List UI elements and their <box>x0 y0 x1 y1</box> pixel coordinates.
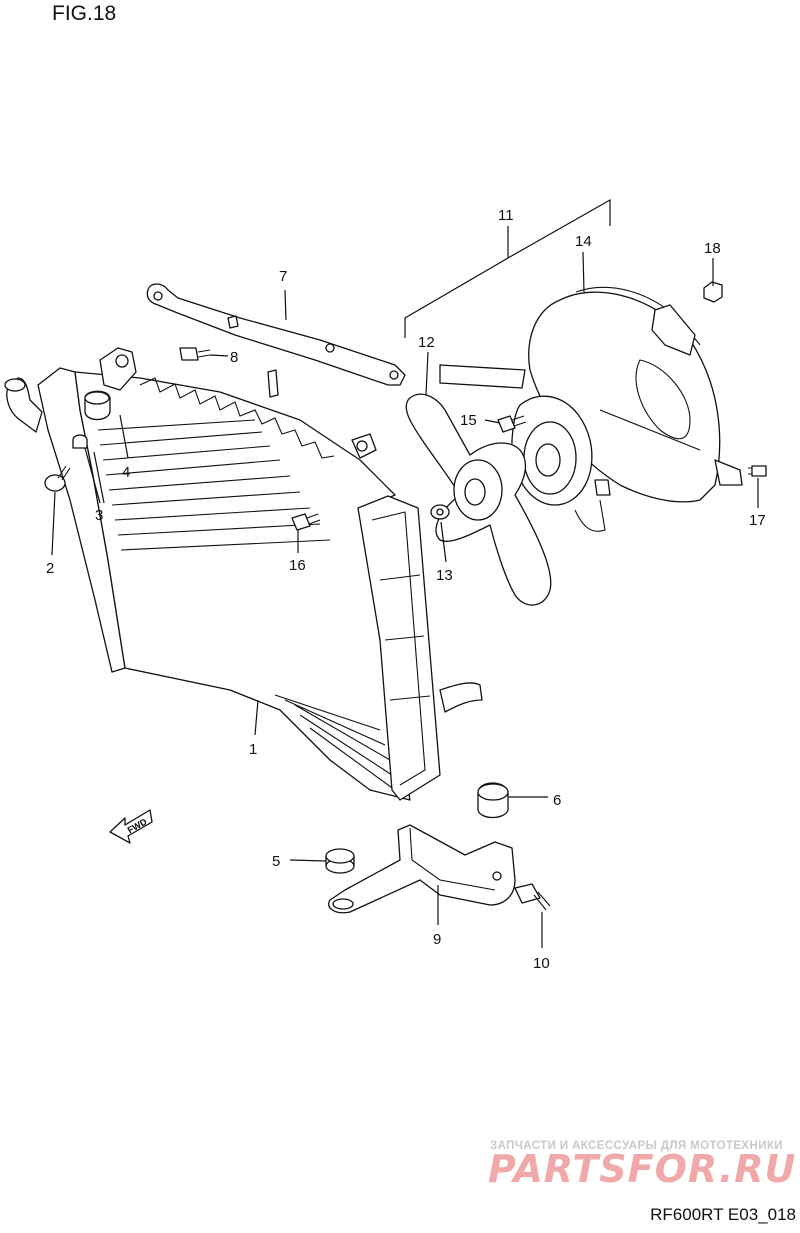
fan-shroud <box>528 286 743 503</box>
nut-18 <box>703 281 723 303</box>
bolt-2 <box>44 465 71 492</box>
callout-5: 5 <box>272 853 280 870</box>
bolt-17 <box>748 465 767 477</box>
callout-12: 12 <box>418 334 435 351</box>
watermark-logo: PARTSFOR.RU <box>488 1147 797 1191</box>
callout-7: 7 <box>279 268 287 285</box>
lower-bracket <box>328 824 516 914</box>
damper-5 <box>325 848 355 874</box>
reference-code: RF600RT E03_018 <box>650 1205 796 1224</box>
upper-bracket <box>146 283 406 386</box>
callout-13: 13 <box>436 567 453 584</box>
figure-title: FIG.18 <box>52 2 117 25</box>
callout-16: 16 <box>289 557 306 574</box>
watermark-tagline: ЗАПЧАСТИ И АКСЕССУАРЫ ДЛЯ МОТОТЕХНИКИ <box>490 1140 783 1152</box>
callout-2: 2 <box>46 560 54 577</box>
fan-motor <box>511 395 606 532</box>
fan-blade <box>405 393 552 606</box>
callout-9: 9 <box>433 931 441 948</box>
fan-nut <box>430 504 450 520</box>
radiator <box>4 347 483 801</box>
callout-10: 10 <box>533 955 550 972</box>
callout-15: 15 <box>460 412 477 429</box>
callout-8: 8 <box>230 349 238 366</box>
leader-lines <box>51 198 759 948</box>
callout-3: 3 <box>95 507 103 524</box>
callout-14: 14 <box>575 233 592 250</box>
bolt-15 <box>497 415 527 433</box>
callout-11: 11 <box>498 207 514 224</box>
callout-1: 1 <box>249 741 257 758</box>
fan-stay <box>439 364 526 389</box>
callout-labels: 1 2 3 4 5 6 7 8 9 10 11 12 13 14 15 16 1… <box>46 207 766 972</box>
callout-6: 6 <box>553 792 561 809</box>
damper-6 <box>477 782 509 819</box>
bolt-10 <box>514 883 551 911</box>
fwd-arrow-icon: FWD <box>109 809 153 844</box>
callout-17: 17 <box>749 512 766 529</box>
bolt-16 <box>291 513 321 531</box>
callout-4: 4 <box>122 464 130 481</box>
bolt-8 <box>179 347 211 361</box>
collar-3 <box>72 434 88 449</box>
callout-18: 18 <box>704 240 721 257</box>
grommet-4 <box>84 390 111 421</box>
